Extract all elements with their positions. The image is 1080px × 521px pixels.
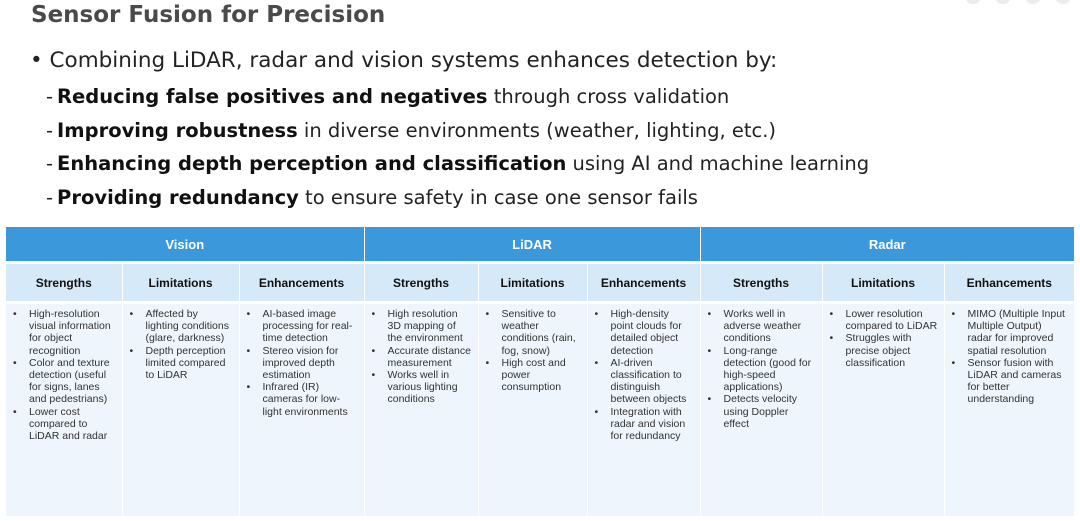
cell-bullet-item: High cost and power consumption [486,357,581,394]
column-header-limitations: Limitations [478,261,588,303]
cell-bullet-item: Works well in various lighting condition… [372,369,472,406]
sub-point-text: in diverse environments (weather, lighti… [297,118,777,142]
cell-vision-enhancements: AI-based image processing for real-time … [239,301,365,516]
cell-bullet-item: Color and texture detection (useful for … [13,357,116,406]
cell-bullet-list: High resolution 3D mapping of the enviro… [369,308,472,406]
control-dot[interactable] [1056,0,1070,4]
cell-bullet-item: High-resolution visual information for o… [13,308,116,357]
main-bullet-text: Combining LiDAR, radar and vision system… [49,48,778,73]
sensor-comparison-table: Vision LiDAR Radar Strengths Limitations… [6,227,1075,516]
sub-point: -Reducing false positives and negatives … [46,84,869,118]
window-controls [966,0,1070,4]
cell-bullet-item: Depth perception limited compared to LiD… [130,345,233,382]
cell-bullet-item: Long-range detection (good for high-spee… [708,345,816,394]
column-header-enhancements: Enhancements [944,261,1075,303]
sub-point: -Improving robustness in diverse environ… [46,118,869,152]
cell-bullet-item: High-density point clouds for detailed o… [594,308,694,357]
cell-bullet-list: Works well in adverse weather conditions… [705,308,816,430]
cell-radar-strengths: Works well in adverse weather conditions… [700,301,823,516]
cell-bullet-item: Works well in adverse weather conditions [708,308,816,345]
column-header-enhancements: Enhancements [587,261,701,303]
cell-bullet-item: Lower resolution compared to LiDAR [830,308,938,332]
cell-bullet-list: Lower resolution compared to LiDARStrugg… [827,308,938,369]
cell-bullet-item: AI-driven classification to distinguish … [594,357,694,406]
cell-bullet-list: Affected by lighting conditions (glare, … [127,308,233,381]
sub-point-bold: Enhancing depth perception and classific… [57,152,567,175]
cell-bullet-item: AI-based image processing for real-time … [247,308,358,345]
column-header-strengths: Strengths [700,261,823,303]
sub-point: -Providing redundancy to ensure safety i… [46,185,869,219]
cell-lidar-enhancements: High-density point clouds for detailed o… [587,301,701,516]
control-dot[interactable] [1026,0,1040,4]
cell-bullet-item: Sensor fusion with LiDAR and cameras for… [952,357,1069,406]
slide-title: Sensor Fusion for Precision [31,2,386,28]
control-dot[interactable] [996,0,1010,4]
cell-bullet-item: Accurate distance measurement [372,345,472,369]
column-header-limitations: Limitations [122,261,240,303]
control-dot[interactable] [966,0,980,4]
sub-point-bold: Providing redundancy [57,185,299,209]
cell-vision-strengths: High-resolution visual information for o… [6,301,123,516]
cell-bullet-list: MIMO (Multiple Input Multiple Output) ra… [949,308,1069,406]
group-header-radar: Radar [700,227,1075,263]
column-header-limitations: Limitations [822,261,945,303]
dash-marker: - [46,118,54,142]
sub-point-text: to ensure safety in case one sensor fail… [298,185,698,209]
cell-bullet-item: Affected by lighting conditions (glare, … [130,308,233,345]
cell-bullet-item: Struggles with precise object classifica… [830,332,938,369]
group-header-lidar: LiDAR [364,227,701,263]
table-body-row: High-resolution visual information for o… [6,301,1075,516]
dash-marker: - [46,152,54,175]
main-bullet: • Combining LiDAR, radar and vision syst… [30,48,777,73]
bullet-marker: • [30,48,50,73]
cell-bullet-item: Integration with radar and vision for re… [594,406,694,443]
dash-marker: - [46,85,54,108]
cell-bullet-item: Infrared (IR) cameras for low-light envi… [247,381,358,418]
cell-radar-enhancements: MIMO (Multiple Input Multiple Output) ra… [944,301,1075,516]
cell-lidar-strengths: High resolution 3D mapping of the enviro… [364,301,479,516]
cell-bullet-item: MIMO (Multiple Input Multiple Output) ra… [952,308,1069,357]
sub-point-text: through cross validation [487,85,730,108]
sub-point-list: -Reducing false positives and negatives … [46,84,869,218]
cell-radar-limitations: Lower resolution compared to LiDARStrugg… [822,301,945,516]
column-header-strengths: Strengths [364,261,479,303]
cell-lidar-limitations: Sensitive to weather conditions (rain, f… [478,301,588,516]
column-header-enhancements: Enhancements [239,261,365,303]
group-header-row: Vision LiDAR Radar [6,227,1075,263]
group-header-vision: Vision [6,227,365,263]
cell-bullet-list: High-resolution visual information for o… [10,308,116,442]
sub-point: -Enhancing depth perception and classifi… [46,151,869,185]
cell-bullet-item: Stereo vision for improved depth estimat… [247,345,358,382]
cell-bullet-list: Sensitive to weather conditions (rain, f… [483,308,581,393]
cell-bullet-item: Lower cost compared to LiDAR and radar [13,406,116,443]
cell-bullet-list: High-density point clouds for detailed o… [592,308,694,442]
dash-marker: - [46,185,54,209]
cell-bullet-item: Sensitive to weather conditions (rain, f… [486,308,581,357]
cell-bullet-item: Detects velocity using Doppler effect [708,393,816,430]
cell-bullet-list: AI-based image processing for real-time … [244,308,358,418]
sub-point-text: using AI and machine learning [566,152,870,175]
sub-point-bold: Improving robustness [57,118,298,142]
column-header-row: Strengths Limitations Enhancements Stren… [6,261,1075,303]
cell-bullet-item: High resolution 3D mapping of the enviro… [372,308,472,345]
sub-point-bold: Reducing false positives and negatives [57,85,488,108]
cell-vision-limitations: Affected by lighting conditions (glare, … [122,301,240,516]
column-header-strengths: Strengths [6,261,123,303]
